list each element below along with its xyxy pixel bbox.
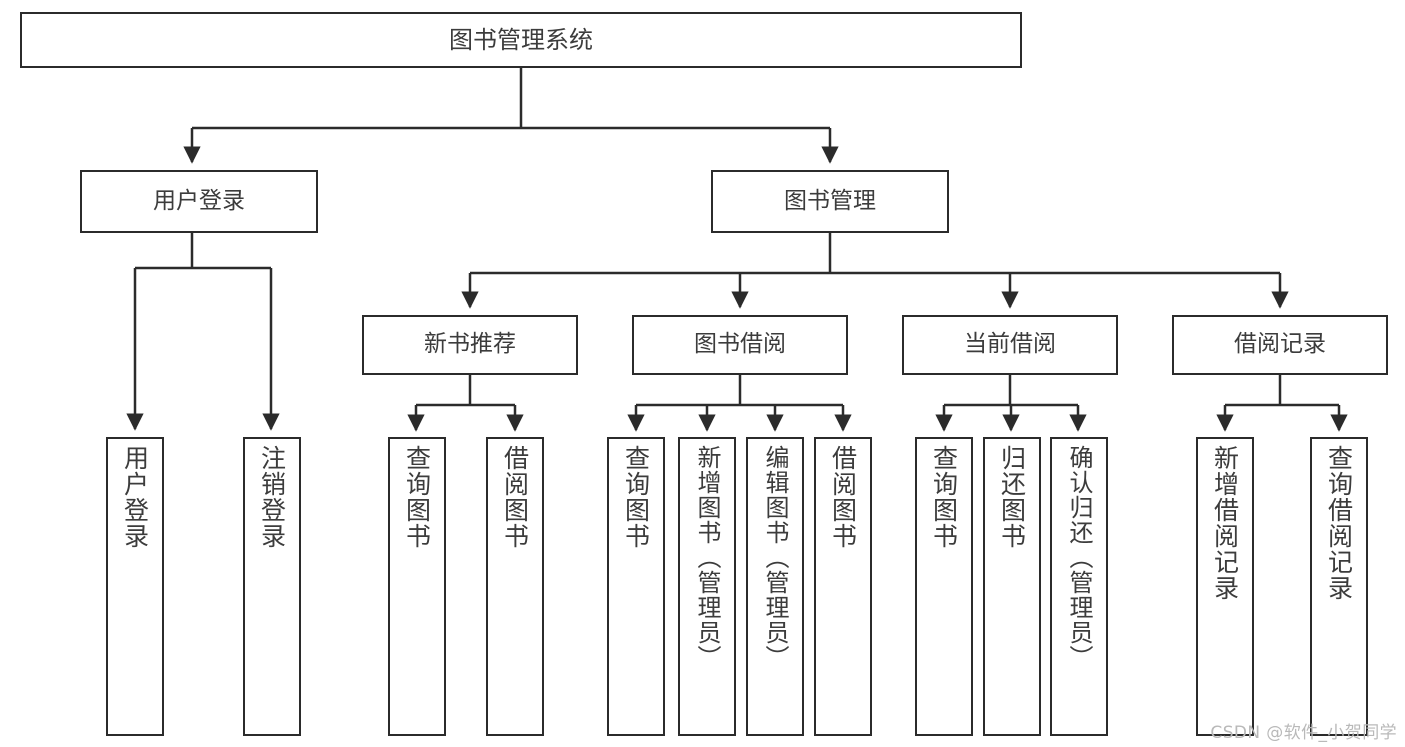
node-root-label: 图书管理系统 [449, 25, 593, 54]
node-book-manage-label: 图书管理 [784, 187, 876, 214]
leaf-query-book-3-label: 查询图书 [929, 445, 959, 549]
leaf-user-logout[interactable]: 注销登录 [243, 437, 301, 736]
leaf-user-logout-label: 注销登录 [257, 445, 287, 549]
leaf-query-book-1-label: 查询图书 [402, 445, 432, 549]
node-user-login[interactable]: 用户登录 [80, 170, 318, 233]
leaf-user-login-label: 用户登录 [120, 445, 150, 549]
leaf-borrow-book-1-label: 借阅图书 [500, 445, 530, 549]
leaf-query-book-1[interactable]: 查询图书 [388, 437, 446, 736]
node-current-borrow[interactable]: 当前借阅 [902, 315, 1118, 375]
leaf-query-book-2[interactable]: 查询图书 [607, 437, 665, 736]
leaf-edit-book[interactable]: 编辑图书（管理员） [746, 437, 804, 736]
leaf-borrow-book-1[interactable]: 借阅图书 [486, 437, 544, 736]
leaf-add-book-label: 新增图书（管理员） [693, 445, 721, 670]
node-current-borrow-label: 当前借阅 [964, 331, 1056, 358]
leaf-edit-book-label: 编辑图书（管理员） [761, 445, 789, 670]
leaf-borrow-book-2-label: 借阅图书 [828, 445, 858, 549]
leaf-return-book[interactable]: 归还图书 [983, 437, 1041, 736]
node-root[interactable]: 图书管理系统 [20, 12, 1022, 68]
leaf-query-record-label: 查询借阅记录 [1324, 445, 1354, 601]
node-borrow-record[interactable]: 借阅记录 [1172, 315, 1388, 375]
leaf-confirm-return-label: 确认归还（管理员） [1065, 445, 1093, 670]
leaf-query-record[interactable]: 查询借阅记录 [1310, 437, 1368, 736]
node-borrow-record-label: 借阅记录 [1234, 331, 1326, 358]
leaf-add-record-label: 新增借阅记录 [1210, 445, 1240, 601]
leaf-return-book-label: 归还图书 [997, 445, 1027, 549]
node-user-login-label: 用户登录 [153, 187, 245, 214]
leaf-add-record[interactable]: 新增借阅记录 [1196, 437, 1254, 736]
node-new-book-recommend-label: 新书推荐 [424, 331, 516, 358]
leaf-query-book-3[interactable]: 查询图书 [915, 437, 973, 736]
leaf-user-login[interactable]: 用户登录 [106, 437, 164, 736]
node-book-manage[interactable]: 图书管理 [711, 170, 949, 233]
leaf-borrow-book-2[interactable]: 借阅图书 [814, 437, 872, 736]
node-book-borrow[interactable]: 图书借阅 [632, 315, 848, 375]
leaf-query-book-2-label: 查询图书 [621, 445, 651, 549]
node-book-borrow-label: 图书借阅 [694, 331, 786, 358]
node-new-book-recommend[interactable]: 新书推荐 [362, 315, 578, 375]
leaf-add-book[interactable]: 新增图书（管理员） [678, 437, 736, 736]
leaf-confirm-return[interactable]: 确认归还（管理员） [1050, 437, 1108, 736]
